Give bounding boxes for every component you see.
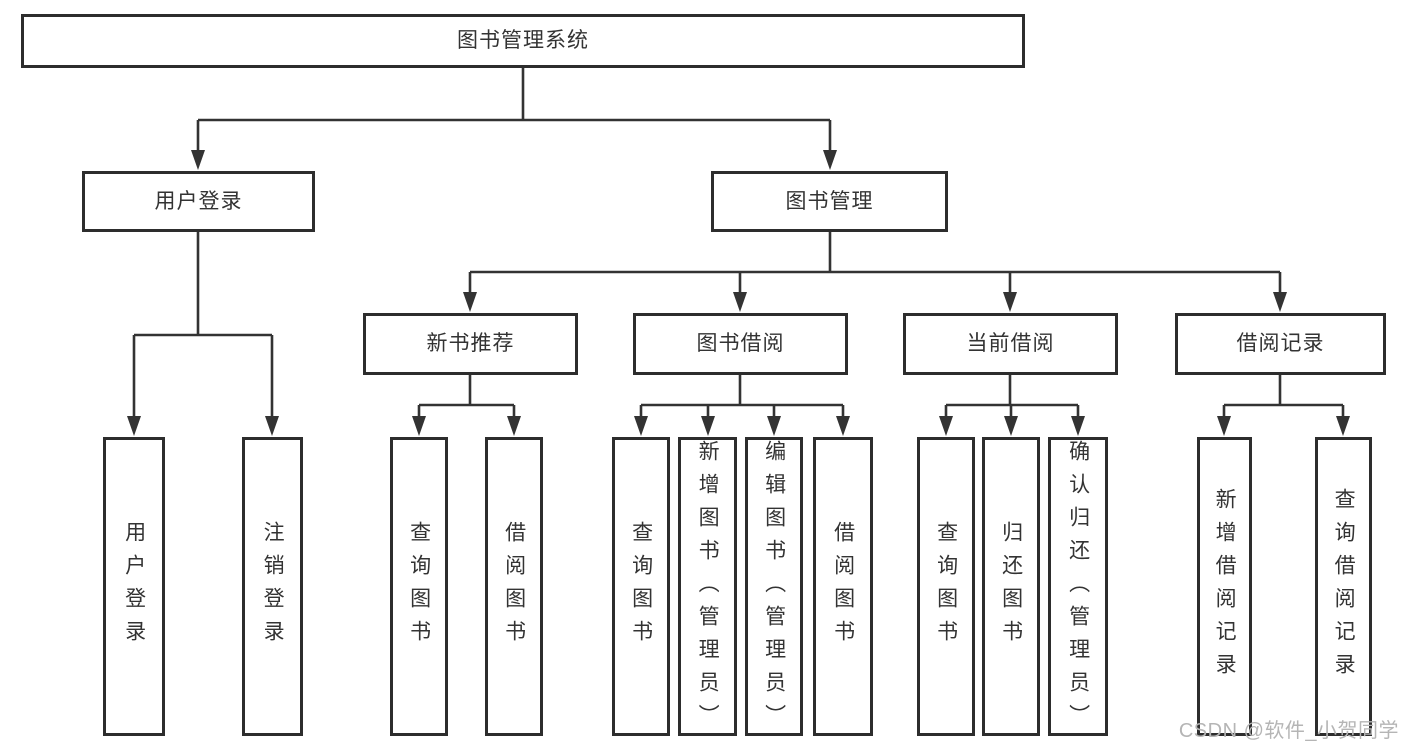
connector-book-borrow-to-leaves	[634, 375, 850, 436]
node-book-borrow: 图书借阅	[633, 313, 848, 375]
connector-user-login-to-leaves	[127, 232, 279, 436]
leaf-add-books-admin: 新增图书（管理员）	[678, 437, 737, 737]
connector-book-mgmt-to-level3	[463, 232, 1287, 312]
node-borrow-records: 借阅记录	[1175, 313, 1386, 375]
leaf-query-books-recommend: 查询图书	[390, 437, 448, 736]
leaf-query-borrow-record: 查询借阅记录	[1315, 437, 1372, 736]
leaf-return-books: 归还图书	[982, 437, 1040, 736]
node-root-system: 图书管理系统	[21, 14, 1025, 68]
leaf-borrow-books-recommend: 借阅图书	[485, 437, 543, 736]
node-book-management: 图书管理	[711, 171, 948, 232]
connector-current-borrow-to-leaves	[939, 375, 1085, 436]
connector-new-book-to-leaves	[412, 375, 521, 436]
connector-root-to-level2	[191, 68, 837, 170]
leaf-borrow-books: 借阅图书	[813, 437, 873, 736]
leaf-logout: 注销登录	[242, 437, 303, 736]
leaf-user-login: 用户登录	[103, 437, 165, 736]
node-new-book-recommend: 新书推荐	[363, 313, 578, 375]
leaf-query-books-current: 查询图书	[917, 437, 975, 736]
leaf-confirm-return-admin: 确认归还（管理员）	[1048, 437, 1108, 737]
csdn-watermark: CSDN @软件_小贺同学	[1178, 720, 1399, 742]
node-current-borrow: 当前借阅	[903, 313, 1118, 375]
leaf-query-books-borrow: 查询图书	[612, 437, 670, 736]
connector-borrow-records-to-leaves	[1217, 375, 1350, 436]
leaf-add-borrow-record: 新增借阅记录	[1197, 437, 1252, 736]
leaf-edit-books-admin: 编辑图书（管理员）	[745, 437, 803, 737]
node-user-login: 用户登录	[82, 171, 315, 232]
